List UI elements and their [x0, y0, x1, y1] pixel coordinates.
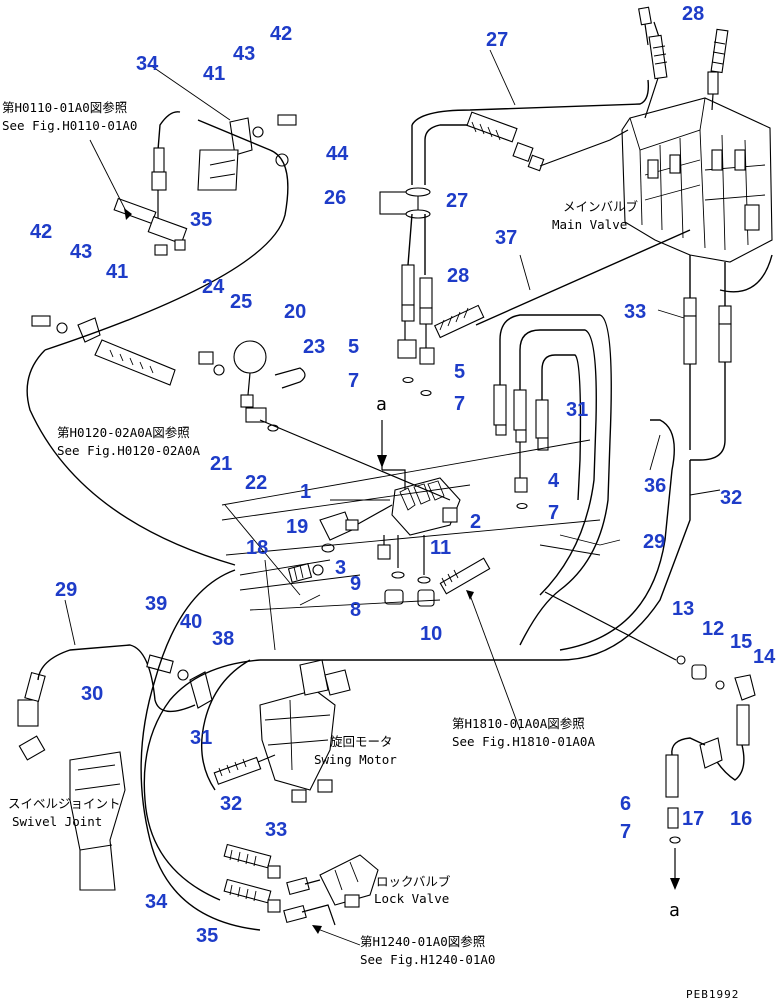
callout-39: 39 — [145, 593, 167, 615]
callout-27b: 27 — [446, 190, 468, 212]
main-valve — [621, 97, 773, 263]
callout-7c: 7 — [548, 502, 559, 524]
fitting-35-top — [113, 147, 188, 256]
label-main-valve-en: Main Valve — [552, 217, 627, 232]
callout-30: 30 — [81, 683, 103, 705]
callout-33b: 33 — [265, 819, 287, 841]
swing-motor — [213, 659, 351, 803]
note-h1240-en: See Fig.H1240-01A0 — [360, 952, 495, 967]
callout-9: 9 — [350, 573, 361, 595]
callout-20: 20 — [284, 301, 306, 323]
callout-1: 1 — [300, 481, 311, 503]
body-frame-hatch — [221, 439, 601, 651]
callout-43b: 43 — [70, 241, 92, 263]
label-lock-valve-jp: ロックバルブ — [376, 874, 451, 889]
drawing-code: PEB1992 — [686, 988, 739, 1001]
callout-10: 10 — [420, 623, 442, 645]
bracket-41-top — [44, 111, 297, 351]
callout-25: 25 — [230, 291, 252, 313]
callout-44: 44 — [326, 143, 349, 165]
solenoid-valve-block — [287, 477, 491, 607]
callout-7a: 7 — [348, 370, 359, 392]
callout-37: 37 — [495, 227, 517, 249]
note-h0110-jp: 第H0110-01A0図参照 — [2, 100, 127, 115]
callout-14: 14 — [753, 646, 776, 668]
callout-28b: 28 — [447, 265, 469, 287]
callout-24: 24 — [202, 276, 225, 298]
callout-5b: 5 — [454, 361, 465, 383]
callout-17: 17 — [682, 808, 704, 830]
callout-43a: 43 — [233, 43, 255, 65]
callout-34a: 34 — [136, 53, 159, 75]
reference-notes: 第H0110-01A0図参照 See Fig.H0110-01A0 第H0120… — [2, 100, 739, 1001]
callout-32a: 32 — [720, 487, 742, 509]
callout-29b: 29 — [55, 579, 77, 601]
callout-8: 8 — [350, 599, 361, 621]
callout-3: 3 — [335, 557, 346, 579]
callout-7b: 7 — [454, 393, 465, 415]
knob-assembly — [198, 340, 451, 501]
label-swing-motor-jp: 旋回モータ — [330, 734, 393, 749]
callout-42a: 42 — [270, 23, 292, 45]
callout-21: 21 — [210, 453, 232, 475]
callout-41b: 41 — [106, 261, 128, 283]
marker-a-bottom: a — [669, 900, 680, 921]
callout-11: 11 — [430, 537, 451, 559]
callout-labels: 28 27 42 43 34 41 44 35 26 27 37 42 43 4… — [30, 3, 776, 947]
callout-6: 6 — [620, 793, 631, 815]
hose-37 — [475, 229, 691, 326]
callout-31b: 31 — [190, 727, 212, 749]
callout-4: 4 — [548, 470, 560, 492]
callout-29a: 29 — [643, 531, 665, 553]
callout-28a: 28 — [682, 3, 704, 25]
callout-18: 18 — [246, 537, 268, 559]
note-h0110-en: See Fig.H0110-01A0 — [2, 118, 137, 133]
note-h1810-jp: 第H1810-01A0A図参照 — [452, 716, 585, 731]
callout-2: 2 — [470, 511, 481, 533]
hose-27 — [411, 79, 650, 141]
callout-26: 26 — [324, 187, 346, 209]
callout-32b: 32 — [220, 793, 242, 815]
top-fittings — [638, 6, 729, 119]
swivel-joint — [17, 644, 196, 891]
callout-36: 36 — [644, 475, 666, 497]
clamp-26 — [379, 187, 431, 219]
callout-38: 38 — [212, 628, 234, 650]
callout-13: 13 — [672, 598, 694, 620]
label-swing-motor-en: Swing Motor — [314, 752, 397, 767]
callout-41a: 41 — [203, 63, 225, 85]
fittings-right-bottom — [544, 591, 756, 890]
note-h0120-jp: 第H0120-02A0A図参照 — [57, 425, 190, 440]
callout-35b: 35 — [196, 925, 218, 947]
callout-40: 40 — [180, 611, 202, 633]
label-swivel-joint-jp: スイベルジョイント — [8, 796, 121, 811]
callout-27a: 27 — [486, 29, 508, 51]
label-lock-valve-en: Lock Valve — [374, 891, 449, 906]
bracket-41-left — [26, 315, 236, 566]
callout-33a: 33 — [624, 301, 646, 323]
note-h0120-en: See Fig.H0120-02A0A — [57, 443, 200, 458]
callout-5a: 5 — [348, 336, 359, 358]
label-swivel-joint-en: Swivel Joint — [12, 814, 102, 829]
callout-31a: 31 — [566, 399, 588, 421]
marker-a-top: a — [376, 394, 387, 415]
lock-valve — [283, 854, 379, 926]
label-main-valve-jp: メインバルブ — [563, 199, 639, 214]
callout-7d: 7 — [620, 821, 631, 843]
callout-16: 16 — [730, 808, 752, 830]
callout-42b: 42 — [30, 221, 52, 243]
callout-12: 12 — [702, 618, 724, 640]
callout-15: 15 — [730, 631, 752, 653]
callout-23: 23 — [303, 336, 325, 358]
callout-22: 22 — [245, 472, 267, 494]
note-h1240-jp: 第H1240-01A0図参照 — [360, 934, 485, 949]
note-h1810-en: See Fig.H1810-01A0A — [452, 734, 595, 749]
callout-19: 19 — [286, 516, 308, 538]
callout-35a: 35 — [190, 209, 212, 231]
callout-34b: 34 — [145, 891, 168, 913]
clamp-38 — [146, 654, 213, 709]
